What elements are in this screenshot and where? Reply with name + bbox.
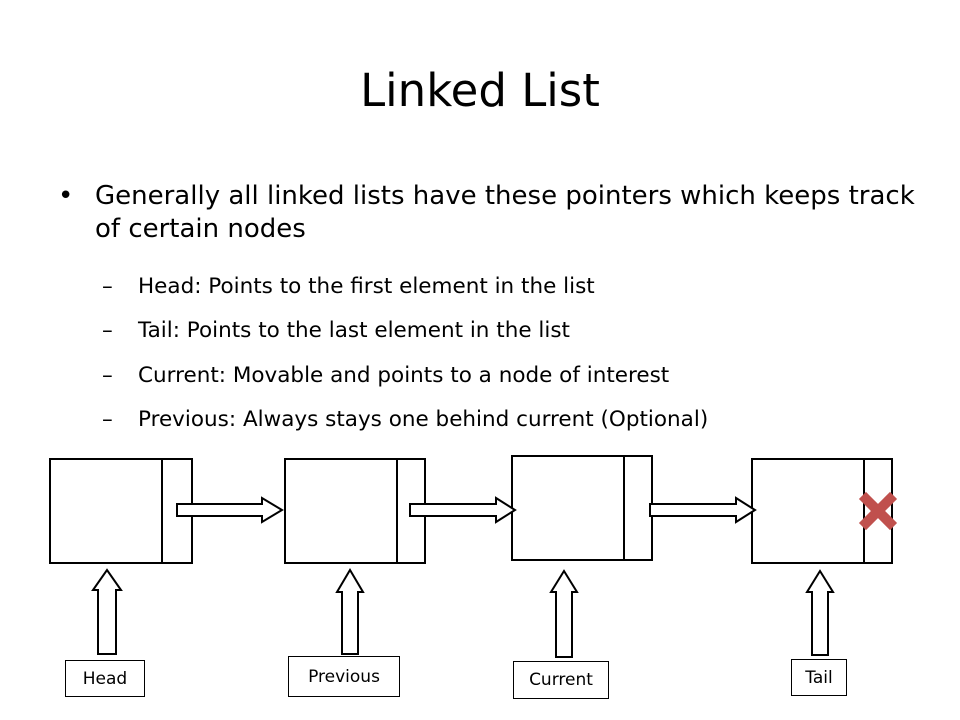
- node-1: [49, 458, 193, 564]
- tail-label: Tail: [791, 659, 847, 696]
- node-2: [284, 458, 426, 564]
- sub-item-head: –Head: Points to the first element in th…: [102, 274, 595, 299]
- sub-item-previous: –Previous: Always stays one behind curre…: [102, 407, 709, 432]
- previous-label: Previous: [288, 656, 400, 697]
- next-arrow-3: [649, 496, 757, 524]
- sub-item-current: –Current: Movable and points to a node o…: [102, 363, 670, 388]
- sub-item-current-text: Current: Movable and points to a node of…: [138, 363, 670, 388]
- head-pointer-arrow: [91, 568, 123, 655]
- bullet-dot: •: [58, 181, 74, 211]
- next-arrow-1: [176, 496, 284, 524]
- next-arrow-2: [409, 496, 517, 524]
- sub-item-tail-text: Tail: Points to the last element in the …: [138, 318, 570, 343]
- sub-item-tail: –Tail: Points to the last element in the…: [102, 318, 570, 343]
- previous-pointer-arrow: [335, 568, 365, 655]
- sub-item-previous-text: Previous: Always stays one behind curren…: [138, 407, 709, 432]
- sub-item-head-text: Head: Points to the first element in the…: [138, 274, 595, 299]
- current-pointer-arrow: [549, 569, 579, 658]
- slide-title: Linked List: [360, 64, 600, 117]
- tail-pointer-arrow: [805, 569, 835, 656]
- main-bullet: Generally all linked lists have these po…: [95, 181, 915, 244]
- head-label: Head: [65, 660, 145, 697]
- null-marker-icon: [858, 491, 898, 531]
- current-label: Current: [513, 661, 609, 699]
- node-3: [511, 455, 653, 561]
